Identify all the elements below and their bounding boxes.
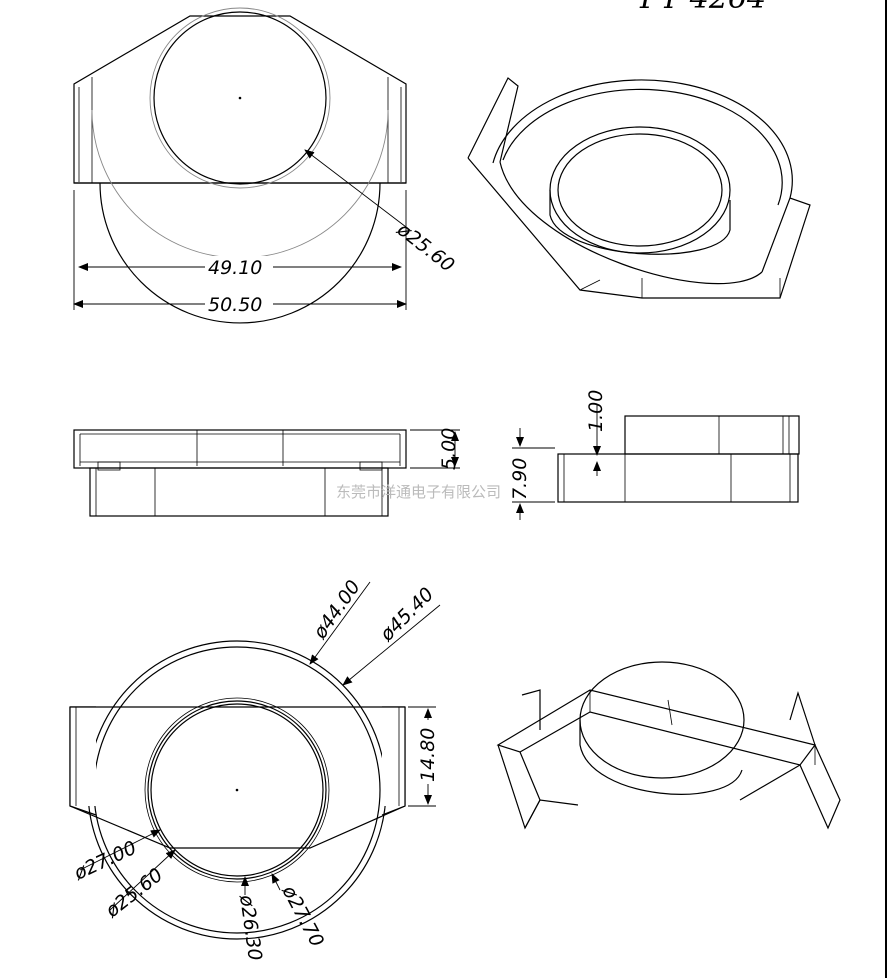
top-view: ø25.60 49.10 50.50 (73, 7, 458, 324)
dim-bottom-dia-44: ø44.00 (309, 576, 365, 644)
drawing-title: PT 4264 (639, 0, 766, 16)
end-view: 1.00 7.90 (509, 390, 800, 520)
watermark-text: 东莞市洋通电子有限公司 (336, 483, 501, 501)
dim-bottom-dia-26: ø26.30 (235, 893, 266, 962)
dim-top-inner-dia: ø25.60 (392, 218, 458, 277)
dim-top-width-outer: 50.50 (208, 294, 262, 316)
dim-bottom-tab: 14.80 (417, 728, 439, 782)
side-view: 5.00 (73, 428, 460, 517)
dim-side-height: 5.00 (438, 428, 460, 470)
dim-end-step: 1.00 (585, 390, 607, 432)
isometric-bottom-view (496, 661, 841, 830)
dim-bottom-dia-27-7: ø27.70 (277, 881, 328, 951)
dim-end-height: 7.90 (509, 458, 531, 500)
isometric-top-view (467, 77, 811, 299)
bottom-view: ø44.00 ø45.40 14.80 ø27.00 ø25.60 ø26.30… (69, 576, 441, 962)
dim-bottom-dia-25: ø25.60 (101, 864, 167, 923)
dim-top-width-inner: 49.10 (208, 257, 262, 279)
